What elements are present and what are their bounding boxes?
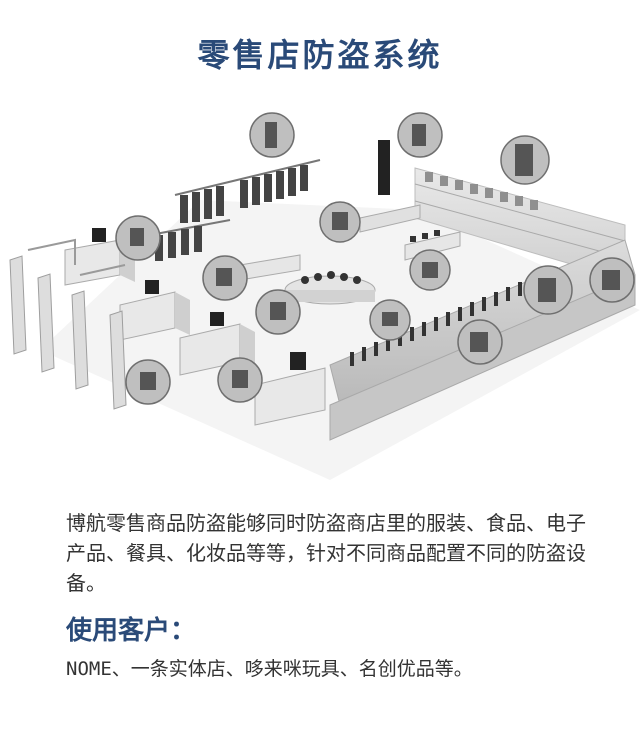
- mannequin: [378, 140, 390, 195]
- page-title: 零售店防盗系统: [197, 36, 443, 74]
- clients-heading: 使用客户：: [66, 616, 197, 646]
- checkout-counters: [64, 228, 326, 426]
- turnstile-rails: [27, 238, 126, 276]
- retail-store-isometric-illustration: [9, 112, 640, 480]
- clothing-racks: [149, 159, 321, 261]
- clients-list: NOME、一条实体店、哆来咪玩具、名创优品等。: [66, 658, 473, 680]
- store-floor: [40, 200, 640, 480]
- back-wall-shelves: [414, 167, 626, 281]
- product-callouts: [115, 112, 635, 405]
- eas-security-gates: [9, 255, 127, 410]
- description-paragraph: 博航零售商品防盗能够同时防盗商店里的服装、食品、电子产品、餐具、化妆品等等，针对…: [66, 511, 586, 595]
- display-tables: [239, 204, 461, 305]
